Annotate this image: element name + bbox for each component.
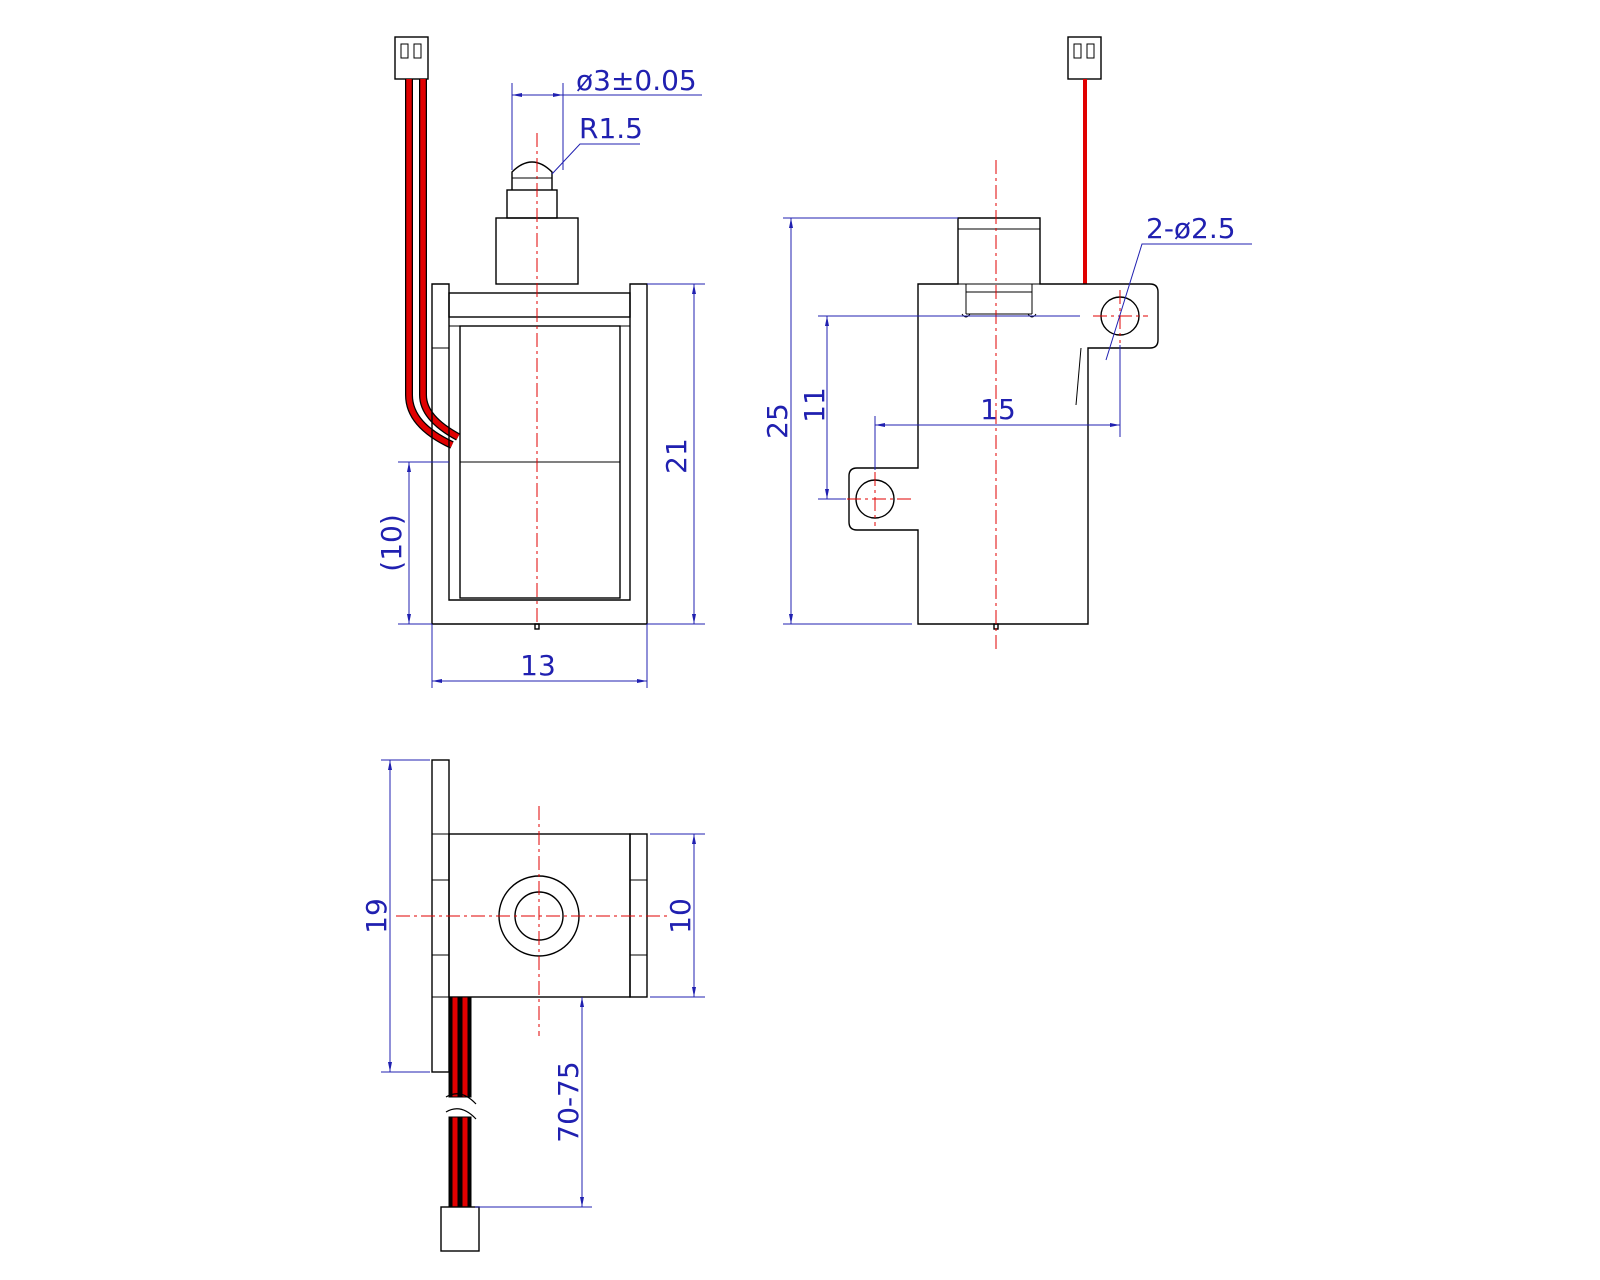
bottom-lead-wires: [445, 996, 477, 1208]
dim-plunger-diameter: ø3±0.05: [576, 64, 697, 97]
dim-front-height: 21: [660, 438, 693, 474]
side-view: [847, 36, 1159, 650]
dim-front-width: 13: [520, 649, 556, 682]
side-body: [848, 217, 1159, 625]
bottom-view: [396, 759, 668, 1252]
bottom-dimension-labels: 19 10 70-75: [360, 898, 697, 1143]
front-view: [394, 36, 648, 630]
dim-side-total-height: 25: [761, 403, 794, 439]
dim-front-partial-height: (10): [375, 514, 408, 571]
side-dimension-labels: 25 11 15 2-ø2.5: [761, 212, 1236, 439]
front-body: [431, 283, 648, 630]
dim-lead-length: 70-75: [552, 1061, 585, 1142]
front-lead-wires: [405, 79, 460, 449]
dim-bottom-flange-height: 19: [360, 898, 393, 934]
front-dimensions: [398, 83, 705, 688]
dim-plunger-radius: R1.5: [579, 112, 643, 145]
side-connector-icon: [1067, 36, 1102, 80]
front-dimension-labels: ø3±0.05 R1.5 21 (10) 13: [375, 64, 697, 682]
dim-bottom-body-height: 10: [664, 898, 697, 934]
front-connector-icon: [394, 36, 429, 80]
dim-side-hole-spacing: 15: [980, 393, 1016, 426]
dim-side-holes: 2-ø2.5: [1146, 212, 1236, 245]
bottom-connector-icon: [440, 1206, 480, 1252]
bottom-dimensions: [381, 759, 705, 1208]
side-dimensions: [783, 217, 1252, 625]
dim-side-hole-vertical: 11: [798, 387, 831, 423]
